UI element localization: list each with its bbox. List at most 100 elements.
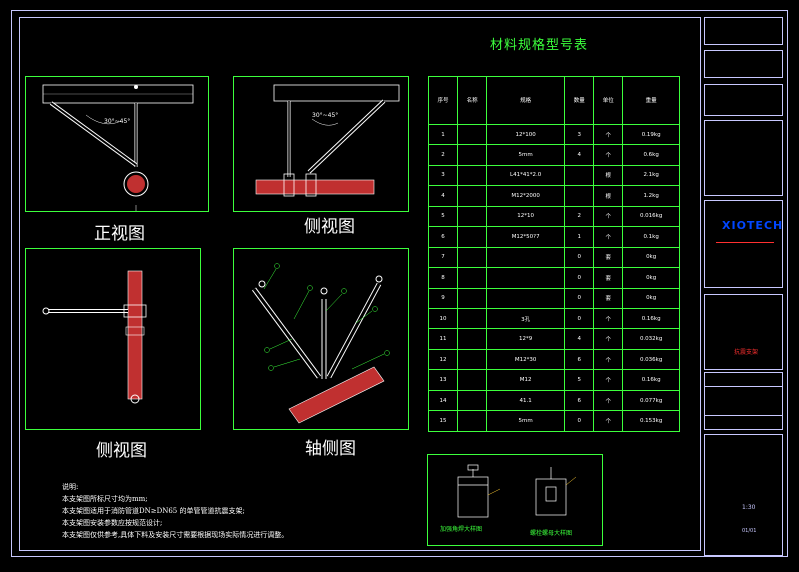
table-cell: 5 (427, 205, 459, 228)
table-cell: 2 (427, 144, 459, 166)
title-block-info-cell (704, 434, 783, 556)
table-cell: L41*41*2.0 (486, 164, 566, 187)
table-cell: 根 (593, 164, 624, 187)
side-view-1-label: 侧视图 (304, 217, 355, 237)
table-cell: 6 (427, 226, 459, 248)
table-cell (457, 164, 488, 187)
table-cell (457, 205, 488, 228)
table-cell: 个 (593, 307, 624, 330)
table-cell: 12*100 (486, 123, 566, 146)
side-view-2-box (25, 248, 201, 430)
table-title: 材料规格型号表 (490, 38, 589, 53)
sign-lines (704, 386, 782, 416)
title-block-cell-2 (704, 50, 783, 78)
table-cell: 套 (593, 287, 624, 310)
table-cell: 0 (564, 287, 595, 310)
table-cell: 套 (593, 246, 624, 269)
detail-box: 加强角焊大样图 螺栓螺母大样图 (427, 454, 603, 546)
table-cell: 6 (564, 348, 595, 371)
note-line: 本支架图安装参数应按规范设计; (62, 519, 163, 527)
front-angle-label: 30°~45° (104, 118, 130, 125)
table-cell: 0.032kg (622, 328, 680, 350)
table-cell (486, 246, 566, 269)
sheet-text: 01/01 (742, 528, 757, 534)
table-cell (457, 123, 488, 146)
title-block-cell-4 (704, 120, 783, 196)
table-cell: 13 (427, 369, 459, 391)
table-cell: 7 (427, 246, 459, 269)
table-cell: 3孔 (486, 307, 566, 330)
table-cell: 15 (427, 410, 459, 432)
table-cell: 个 (593, 410, 624, 432)
table-cell: M12*2000 (486, 185, 566, 207)
header-cell: 重量 (622, 76, 680, 125)
table-cell (486, 267, 566, 289)
table-cell: 0.6kg (622, 144, 680, 166)
table-cell: 个 (593, 328, 624, 350)
table-cell (457, 389, 488, 412)
table-cell (457, 267, 488, 289)
axial-view-box (233, 248, 409, 430)
table-cell: 个 (593, 389, 624, 412)
header-cell: 名称 (457, 76, 488, 125)
axial-view-drawing (251, 263, 390, 424)
title-block-logo-cell (704, 200, 783, 288)
table-cell: 1 (427, 123, 459, 146)
title-block-cell-3 (704, 84, 783, 116)
detail-label-1: 加强角焊大样图 (440, 525, 482, 533)
table-cell: 0.036kg (622, 348, 680, 371)
table-cell: 11 (427, 328, 459, 350)
table-cell: 个 (593, 226, 624, 248)
header-cell: 规格 (486, 76, 566, 125)
title-block-sign-cell (704, 372, 783, 430)
side-angle-label: 30°~45° (312, 112, 338, 119)
front-view-label: 正视图 (94, 224, 145, 244)
drawing-title: 抗震支架 (734, 349, 759, 356)
table-cell: 0.077kg (622, 389, 680, 412)
table-cell: 12*9 (486, 328, 566, 350)
table-cell (457, 246, 488, 269)
table-cell: 根 (593, 185, 624, 207)
table-cell: 2.1kg (622, 164, 680, 187)
drawing-inner-frame (19, 17, 701, 551)
scale-text: 1:30 (742, 504, 756, 511)
table-cell: 3 (564, 123, 595, 146)
detail-label-2: 螺栓螺母大样图 (530, 529, 572, 537)
table-cell: M12 (486, 369, 566, 391)
table-cell: 个 (593, 123, 624, 146)
table-cell: 0.16kg (622, 307, 680, 330)
table-cell: 12 (427, 348, 459, 371)
table-cell (457, 185, 488, 207)
table-cell: 6 (564, 389, 595, 412)
side-view-1-box: 30°~45° (233, 76, 409, 212)
table-cell: 41.1 (486, 389, 566, 412)
note-line: 本支架图适用于消防管道DN≥DN65 的单管管道抗震支架; (62, 507, 245, 515)
side-view-1-drawing: 30°~45° (255, 84, 400, 197)
table-cell: 个 (593, 205, 624, 228)
table-cell: 10 (427, 307, 459, 330)
note-line: 本支架图所标尺寸均为mm; (62, 495, 148, 503)
table-cell (457, 144, 488, 166)
title-block-drawing-name-cell (704, 294, 783, 370)
table-cell: 4 (564, 328, 595, 350)
table-cell: 4 (564, 144, 595, 166)
table-cell: 1.2kg (622, 185, 680, 207)
notes-heading: 说明: (62, 483, 79, 491)
note-line: 本支架图仅供参考,具体下料及安装尺寸需要根据现场实际情况进行调整。 (62, 531, 289, 539)
notes-block: 说明: 本支架图所标尺寸均为mm; 本支架图适用于消防管道DN≥DN65 的单管… (62, 481, 288, 541)
table-cell: 0 (564, 246, 595, 269)
table-cell (457, 348, 488, 371)
header-cell: 单位 (593, 76, 624, 125)
table-cell: 0.1kg (622, 226, 680, 248)
side-view-2-label: 侧视图 (96, 441, 147, 461)
